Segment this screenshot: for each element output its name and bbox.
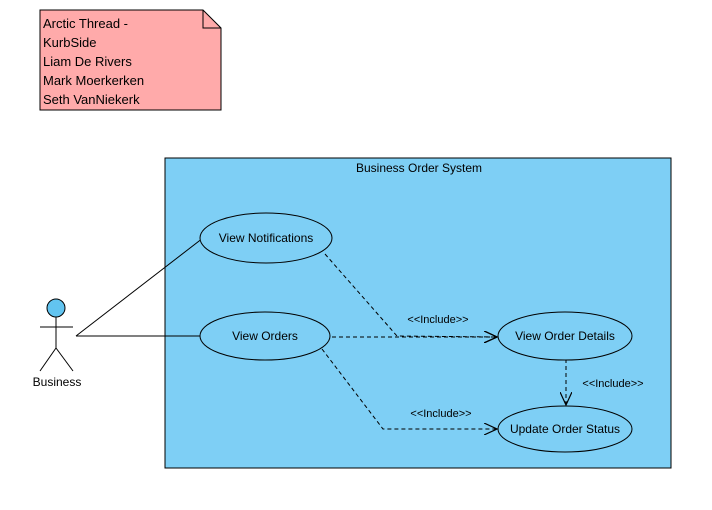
association-notifications [75, 237, 204, 337]
use-case-label: View Notifications [219, 231, 314, 245]
include-label-orders-status: <<Include>> [410, 408, 471, 420]
use-case-label: View Order Details [515, 329, 615, 343]
include-label-orders-details: <<Include>> [407, 314, 468, 326]
use-case-label: View Orders [232, 329, 298, 343]
actor-name: Business [33, 375, 82, 389]
actor-business[interactable]: Business [33, 298, 82, 389]
use-case-ellipse[interactable] [497, 311, 633, 361]
include-label-details-status: <<Include>> [582, 378, 643, 390]
note-line-4: Mark Moerkerken [43, 73, 144, 88]
use-case-ellipse[interactable] [199, 311, 331, 361]
use-case-view-order-details[interactable]: View Order Details [497, 311, 633, 361]
use-case-view-orders[interactable]: View Orders [199, 311, 331, 361]
use-case-update-order-status[interactable]: Update Order Status [497, 405, 633, 453]
note-shape [39, 9, 222, 111]
use-case-label: Update Order Status [510, 422, 620, 436]
actor-leg-left [39, 347, 57, 372]
note-fold [202, 10, 221, 29]
actor-head[interactable] [46, 298, 66, 318]
note-line-2: KurbSide [43, 35, 96, 50]
dependency-notifications-details [324, 253, 497, 337]
note-line-3: Liam De Rivers [43, 54, 132, 69]
system-title: Business Order System [356, 161, 482, 175]
note-line-5: Seth VanNiekerk [43, 92, 140, 107]
use-case-view-notifications[interactable]: View Notifications [199, 212, 333, 264]
include-orders-status [321, 348, 497, 429]
use-case-ellipse[interactable] [497, 405, 633, 453]
use-case-ellipse[interactable] [199, 212, 333, 264]
author-note: Arctic Thread - KurbSide Liam De Rivers … [39, 9, 222, 111]
actor-leg-right [55, 347, 74, 372]
note-line-1: Arctic Thread - [43, 16, 128, 31]
